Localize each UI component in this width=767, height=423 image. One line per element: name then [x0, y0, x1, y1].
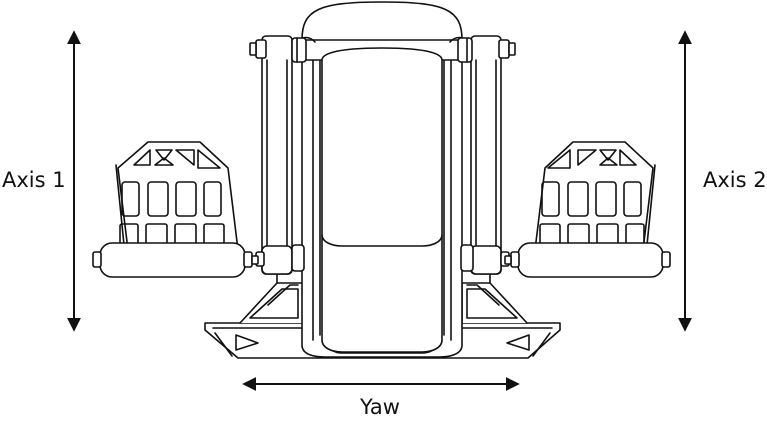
central-housing [290, 2, 475, 357]
right-brace [462, 275, 527, 323]
right-arm [458, 36, 515, 274]
axis2-label: Axis 2 [703, 168, 767, 192]
left-arm [250, 36, 306, 274]
right-pedal [505, 142, 670, 277]
left-brace [240, 275, 303, 323]
axis1-label: Axis 1 [2, 168, 66, 192]
left-pedal [93, 142, 258, 277]
yaw-label: Yaw [360, 395, 400, 419]
